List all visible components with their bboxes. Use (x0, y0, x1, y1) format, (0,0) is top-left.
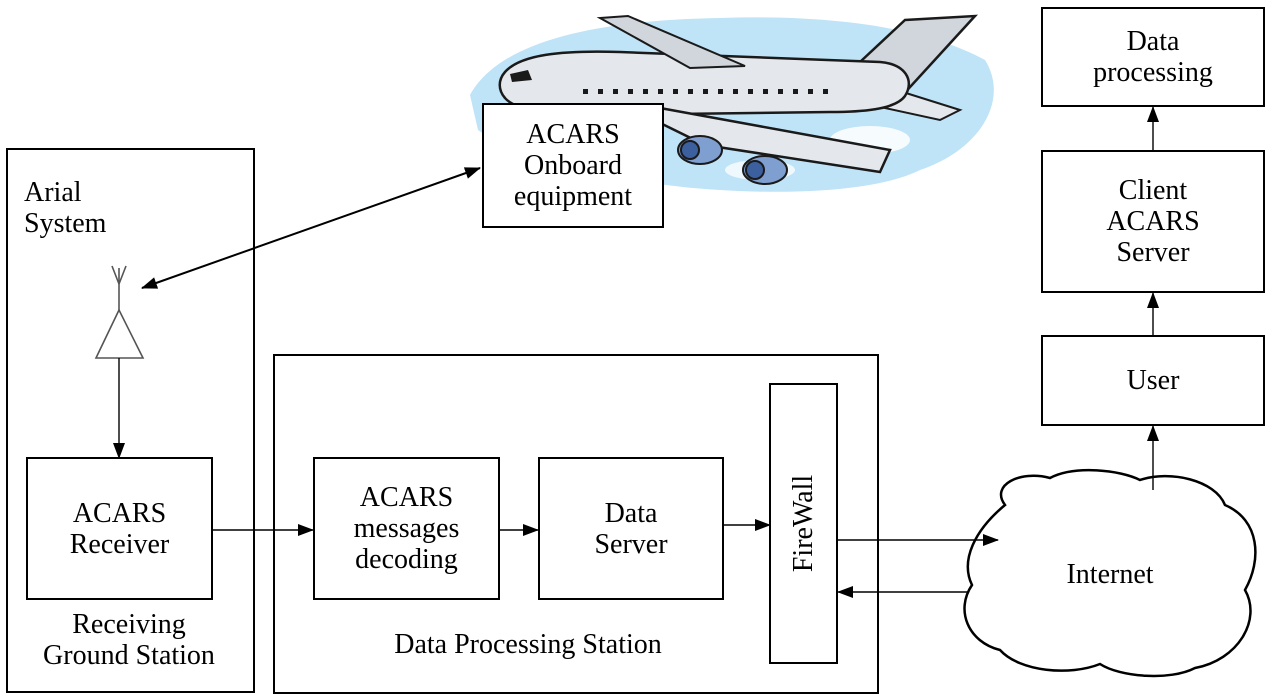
client-acars-server-box: Client ACARS Server (1041, 150, 1265, 293)
data-processing-box: Data processing (1041, 7, 1265, 107)
firewall-box: FireWall (769, 383, 838, 664)
client-acars-server-label: Client ACARS Server (1106, 175, 1200, 268)
acars-receiver-box: ACARS Receiver (26, 457, 213, 600)
data-processing-label: Data processing (1093, 26, 1213, 88)
internet-cloud (963, 468, 1257, 678)
acars-onboard-equipment-label: ACARS Onboard equipment (513, 119, 633, 212)
acars-receiver-label: ACARS Receiver (69, 497, 170, 560)
acars-onboard-equipment-box: ACARS Onboard equipment (482, 103, 664, 228)
internet-label: Internet (1066, 559, 1154, 590)
user-box: User (1041, 335, 1265, 426)
edge-onboard-antenna (141, 167, 481, 289)
arial-system-label: Arial System (24, 177, 107, 239)
data-server-box: Data Server (538, 457, 724, 600)
firewall-label: FireWall (788, 474, 819, 573)
acars-messages-decoding-box: ACARS messages decoding (313, 457, 500, 600)
acars-messages-decoding-label: ACARS messages decoding (353, 482, 460, 575)
user-label: User (1126, 365, 1180, 396)
data-server-label: Data Server (594, 497, 668, 560)
data-processing-station-label: Data Processing Station (394, 629, 662, 660)
receiving-ground-station-label: Receiving Ground Station (43, 609, 215, 671)
